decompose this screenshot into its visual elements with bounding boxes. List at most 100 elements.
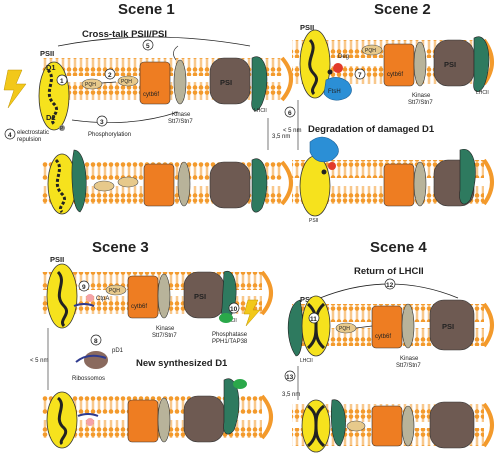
phosphate-p: P	[60, 126, 64, 132]
step-circle	[96, 115, 108, 127]
step-circle	[284, 106, 296, 118]
phos-label: Phosphorylation	[88, 132, 131, 138]
step-8: 8	[94, 338, 98, 345]
cytb6f-label: cytb6f	[143, 92, 159, 98]
step-11: 11	[310, 316, 317, 323]
kinase-complex	[173, 59, 187, 105]
step-3: 3	[100, 119, 104, 126]
d1-d2-repaired	[306, 404, 326, 448]
arrow	[101, 81, 117, 84]
cytb6f-complex	[383, 163, 415, 207]
psii-complex	[47, 153, 77, 215]
membrane-bottom-curve	[280, 160, 293, 206]
fragment	[327, 69, 333, 75]
kinase-sub-label: Stt7/Stn7	[152, 333, 177, 339]
membrane-top-curve	[280, 56, 293, 102]
kinase-complex	[157, 273, 171, 319]
pqh-molecule	[361, 44, 383, 56]
d1-new	[56, 270, 69, 328]
kinase-sub-label: Stt7/Stn7	[408, 100, 433, 106]
lhcii-complex	[459, 149, 476, 205]
lhcii-label: LHCII	[476, 90, 489, 96]
pqh-molecule	[117, 75, 139, 87]
pqh-molecule	[105, 284, 127, 296]
membrane-curve	[482, 158, 494, 206]
psii-complex	[46, 391, 78, 449]
scene-3: Scene 3 PSII 9 CtpA PQH cytb6f Kinase St…	[30, 239, 273, 449]
lhcii-complex	[330, 399, 346, 447]
pd1-tail	[77, 413, 99, 417]
phos-arrow	[71, 111, 179, 123]
scene-1-caption: Cross-talk PSII/PSI	[82, 29, 167, 40]
psii-complex	[299, 29, 331, 99]
d1-d2-repaired	[306, 302, 326, 350]
step-circle	[228, 302, 240, 314]
kinase-complex	[401, 405, 415, 447]
psii-label: PSII	[50, 255, 64, 264]
psii-label: PSII	[40, 49, 54, 58]
psii-bottom-label: PSII	[309, 218, 318, 224]
scene-2-caption: Degradation of damaged D1	[308, 124, 435, 135]
ribo-label: Ribossomos	[72, 376, 105, 382]
ribosome	[84, 351, 108, 369]
step-9: 9	[82, 284, 86, 291]
scene-2-title: Scene 2	[374, 1, 431, 18]
d1-protein	[54, 158, 67, 214]
step-2: 2	[108, 72, 112, 79]
pqh-molecule	[117, 176, 139, 188]
kinase-complex	[157, 397, 171, 443]
fragment	[321, 169, 327, 175]
step-circle	[104, 68, 116, 80]
scene-3-caption: New synthesized D1	[136, 358, 228, 369]
distance-label: < 5 nm	[30, 358, 49, 364]
scene-4-title: Scene 4	[370, 239, 427, 256]
scene-1-title: Scene 1	[118, 1, 175, 18]
cytb6f-complex	[371, 405, 403, 447]
step-circle	[90, 334, 102, 346]
phosphatase-label: Phosphatase	[212, 332, 248, 338]
membrane-curve	[260, 270, 273, 316]
membrane-curve	[260, 394, 273, 440]
psii-complex	[299, 155, 331, 217]
kinase-complex	[177, 161, 191, 207]
step-1: 1	[60, 78, 64, 85]
scene-3-title: Scene 3	[92, 239, 149, 256]
d1-label: D1	[46, 63, 56, 72]
step-circle	[354, 68, 366, 80]
d1-new	[56, 396, 68, 446]
lhcii-complex	[473, 36, 490, 92]
distance-label: < 5 nm	[283, 128, 302, 134]
psii-label: PSII	[300, 23, 314, 32]
pd1-tail	[73, 303, 95, 307]
repulsion-label: repulsion	[17, 137, 41, 143]
d2-label: D2	[46, 113, 56, 122]
kinase-label: Kinase	[400, 356, 419, 362]
deg-protease	[328, 162, 336, 170]
psi-label: PSI	[220, 78, 232, 87]
step-7: 7	[358, 72, 362, 79]
step-circle	[142, 39, 154, 51]
kinase-complex	[413, 161, 427, 207]
step-circle	[384, 278, 396, 290]
ctpa-label: CtpA	[96, 296, 109, 302]
d1-protein	[46, 68, 59, 126]
lhcii-complex	[71, 149, 87, 213]
pd1-chain	[75, 354, 107, 363]
kinase-complex	[401, 303, 415, 349]
kinase-complex	[413, 41, 427, 87]
lhcii-complex	[251, 56, 268, 111]
membrane-curve	[482, 402, 494, 448]
ftsh-protease	[309, 136, 339, 163]
kinase-label: Kinase	[172, 112, 191, 118]
scene-1: Scene 1 Cross-talk PSII/PSI 5 PSII D1 D2…	[3, 1, 293, 215]
psi-complex	[209, 161, 251, 209]
kinase-label: Kinase	[156, 326, 175, 332]
cytb6f-complex	[127, 275, 159, 319]
lhcii-complex	[251, 158, 268, 213]
step-6: 6	[288, 110, 292, 117]
kinase-sub-label: Stt7/Stn7	[396, 363, 421, 369]
ctpa-protease	[86, 294, 94, 302]
psi-complex	[429, 299, 475, 351]
scene-2: Scene 2 PSII Deg 7 FtsH PQH cytb6f Kinas…	[283, 1, 494, 224]
psi-label: PSI	[194, 292, 206, 301]
